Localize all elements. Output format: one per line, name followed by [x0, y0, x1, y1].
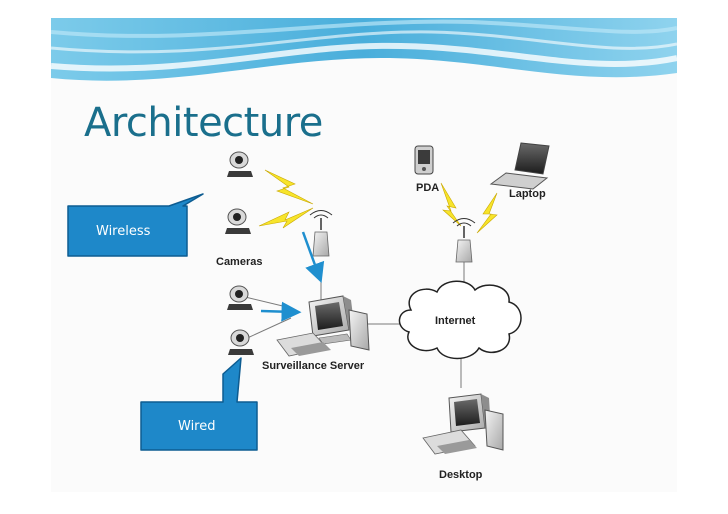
lightning-bolt-1: [264, 169, 314, 205]
wireless-links: [258, 169, 498, 234]
camera-icon: [225, 208, 251, 234]
camera-icon: [227, 151, 253, 177]
header-wave-banner: [51, 18, 677, 98]
server-computer-icon: [276, 295, 370, 357]
pda-label: PDA: [416, 182, 440, 194]
camera-icon: [228, 329, 254, 355]
slide: Architecture: [51, 18, 677, 492]
wired-callout-label: Wired: [178, 419, 216, 434]
lightning-bolt-2: [258, 207, 314, 229]
wireless-callout-label: Wireless: [96, 224, 151, 239]
pda-icon: [414, 145, 434, 175]
lightning-bolt-4: [476, 192, 498, 234]
antenna-icon: [309, 210, 333, 257]
cameras-label: Cameras: [216, 256, 263, 268]
antenna-icon: [452, 218, 476, 263]
desktop-label: Desktop: [439, 469, 483, 481]
wireless-callout: [67, 193, 204, 257]
camera-icon: [227, 285, 253, 310]
internet-cloud-icon: [398, 280, 522, 360]
link-wired-camera-2: [242, 317, 292, 341]
surveillance-server-label: Surveillance Server: [262, 360, 365, 372]
laptop-icon: [489, 142, 550, 190]
network-diagram: [67, 142, 550, 455]
wired-arrow: [260, 301, 302, 322]
slide-title: Architecture: [84, 100, 323, 146]
laptop-label: Laptop: [509, 188, 546, 200]
lightning-bolt-3: [440, 182, 462, 227]
desktop-computer-icon: [422, 393, 504, 455]
internet-label: Internet: [435, 315, 476, 327]
wireless-arrow: [301, 231, 325, 284]
wired-callout: [140, 357, 258, 451]
